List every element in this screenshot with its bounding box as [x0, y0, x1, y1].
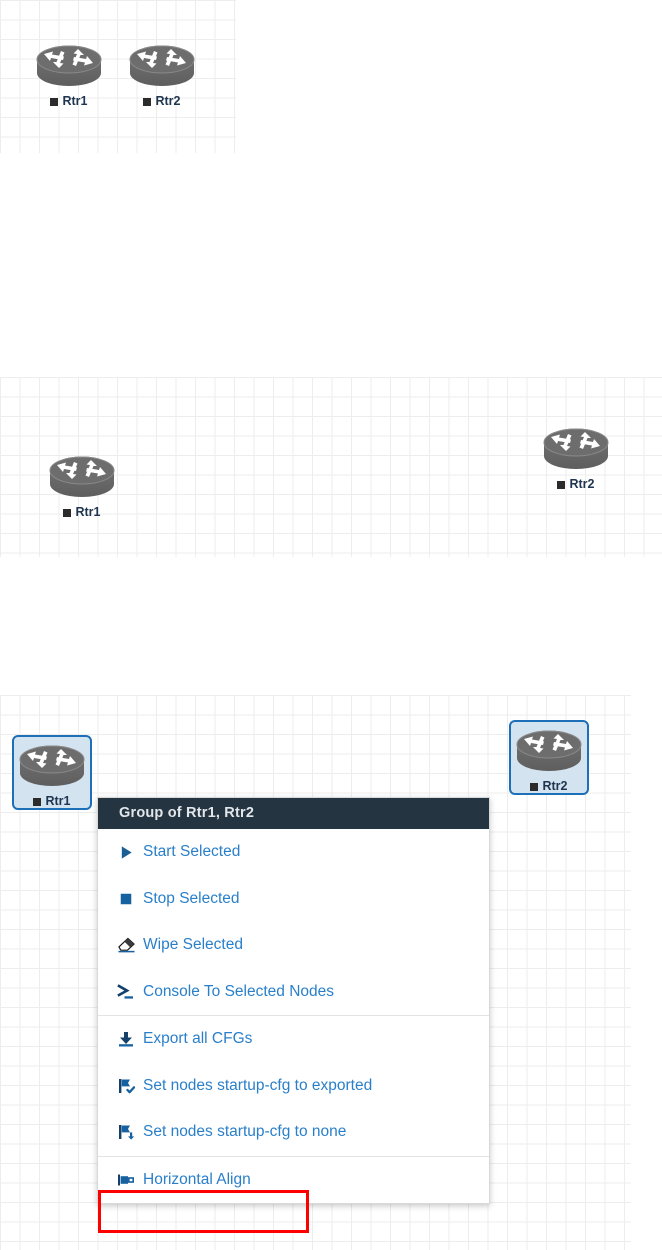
node-name: Rtr2: [542, 779, 568, 793]
menu-item-start-selected[interactable]: Start Selected: [98, 829, 489, 876]
menu-item-wipe-selected[interactable]: Wipe Selected: [98, 922, 489, 969]
context-menu-header: Group of Rtr1, Rtr2: [98, 798, 489, 829]
node-name: Rtr2: [569, 477, 595, 491]
menu-item-horizontal-align[interactable]: Horizontal Align: [98, 1157, 489, 1204]
node-name: Rtr1: [75, 505, 101, 519]
node-label: Rtr2: [511, 779, 587, 793]
menu-item-set-nodes-startup-cfg-to-none[interactable]: Set nodes startup-cfg to none: [98, 1109, 489, 1156]
node-rtr1[interactable]: Rtr1: [12, 735, 92, 810]
node-label: Rtr1: [44, 505, 120, 519]
node-name: Rtr1: [62, 94, 88, 108]
menu-item-stop-selected[interactable]: Stop Selected: [98, 876, 489, 923]
node-rtr1[interactable]: Rtr1: [31, 37, 107, 108]
download-icon: [113, 1031, 139, 1047]
menu-separator: [98, 1015, 489, 1016]
menu-item-label: Horizontal Align: [143, 1170, 251, 1188]
node-label: Rtr2: [124, 94, 200, 108]
node-status-indicator: [50, 98, 59, 106]
flag-down-icon: [113, 1124, 139, 1140]
router-icon: [511, 722, 587, 780]
menu-item-label: Set nodes startup-cfg to exported: [143, 1076, 373, 1094]
menu-item-console-to-selected-nodes[interactable]: Console To Selected Nodes: [98, 969, 489, 1016]
node-rtr1[interactable]: Rtr1: [44, 448, 120, 519]
terminal-prompt-icon: [113, 983, 139, 1000]
menu-item-set-nodes-startup-cfg-to-exported[interactable]: Set nodes startup-cfg to exported: [98, 1063, 489, 1110]
router-icon: [124, 37, 200, 95]
horizontal-align-icon: [113, 1173, 139, 1187]
node-name: Rtr2: [155, 94, 181, 108]
menu-item-label: Export all CFGs: [143, 1030, 253, 1048]
node-status-indicator: [143, 98, 152, 106]
play-icon: [113, 845, 139, 860]
menu-item-label: Wipe Selected: [143, 936, 243, 954]
node-name: Rtr1: [45, 794, 71, 808]
menu-item-label: Console To Selected Nodes: [143, 982, 335, 1000]
node-rtr2[interactable]: Rtr2: [509, 720, 589, 795]
router-icon: [31, 37, 107, 95]
node-status-indicator: [557, 481, 566, 489]
menu-item-label: Start Selected: [143, 843, 241, 861]
menu-item-export-all-cfgs[interactable]: Export all CFGs: [98, 1016, 489, 1063]
router-icon: [44, 448, 120, 506]
node-label: Rtr1: [14, 794, 90, 808]
menu-item-label: Set nodes startup-cfg to none: [143, 1123, 347, 1141]
menu-item-label: Stop Selected: [143, 889, 240, 907]
router-icon: [14, 737, 90, 795]
node-status-indicator: [63, 509, 72, 517]
flag-check-icon: [113, 1078, 139, 1094]
node-label: Rtr1: [31, 94, 107, 108]
node-rtr2[interactable]: Rtr2: [124, 37, 200, 108]
stop-icon: [113, 892, 139, 906]
router-icon: [538, 420, 614, 478]
node-status-indicator: [33, 798, 42, 806]
node-status-indicator: [530, 783, 539, 791]
node-rtr2[interactable]: Rtr2: [538, 420, 614, 491]
menu-separator: [98, 1155, 489, 1157]
topology-canvas-before[interactable]: [0, 0, 236, 153]
node-label: Rtr2: [538, 477, 614, 491]
eraser-icon: [113, 937, 139, 953]
